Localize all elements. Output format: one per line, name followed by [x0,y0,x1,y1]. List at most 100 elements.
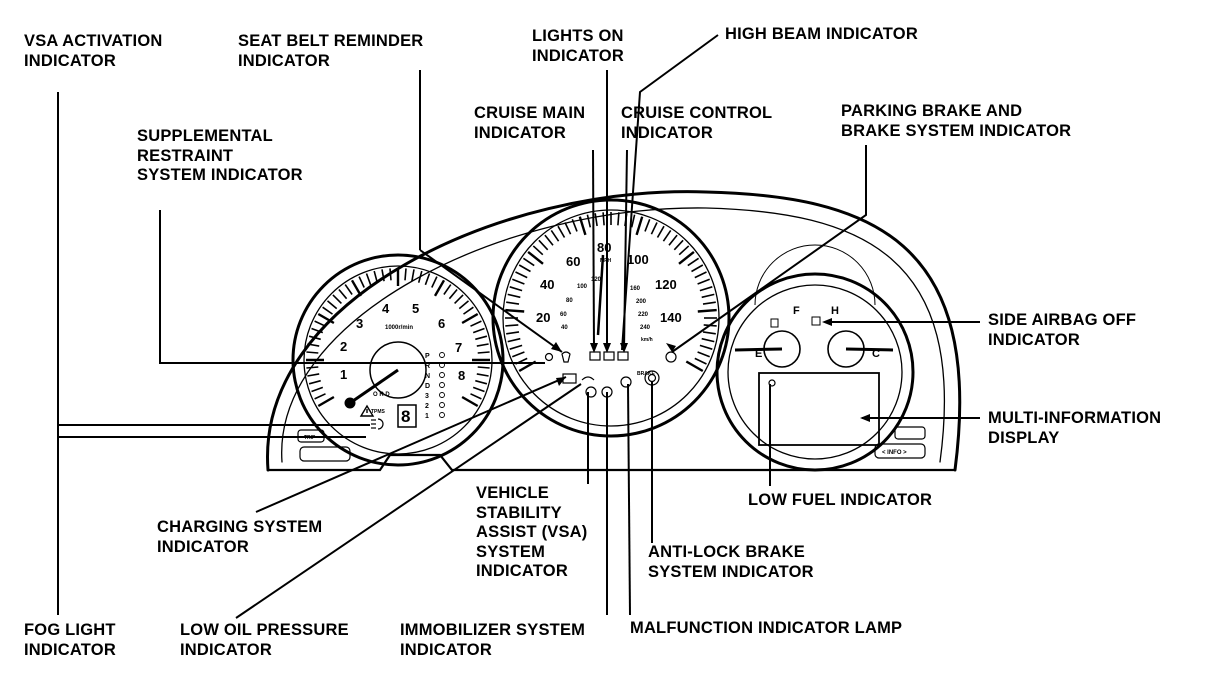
right-gauge-letters: F E H C [755,305,880,360]
label-cruise-control: CRUISE CONTROL INDICATOR [621,104,773,142]
srs-icon [561,351,571,363]
gauge-tick [697,351,710,358]
kmh-number: 100 [577,284,588,290]
gauge-tick [507,337,521,343]
leader-seat-belt-angle [419,249,563,353]
leader-parking-brake [671,145,867,353]
tach-number: 1 [340,367,347,382]
gauge-tick [311,327,324,334]
gauge-tick [571,219,578,232]
label-charging: CHARGING SYSTEM INDICATOR [157,518,323,556]
gauge-tick [322,306,333,315]
malfunction-icon [620,376,632,388]
label-high-beam: HIGH BEAM INDICATOR [725,25,918,43]
gauge-tick [506,301,520,305]
gauge-tick [476,343,489,347]
multi-info-screen [758,372,880,446]
gauge-tick [656,225,665,238]
info-button-label: < INFO > [882,450,907,456]
gauge-tick [477,366,490,369]
kmh-number: 80 [566,298,573,304]
gauge-tick [635,216,644,236]
gauge-tick [662,229,672,242]
label-low-fuel: LOW FUEL INDICATOR [748,491,933,509]
leader-cruise-control [623,149,628,351]
gauge-tick [477,351,490,354]
cruise-main-icon [589,351,601,361]
mph-number: 40 [540,277,554,292]
odometer-frame [397,404,417,428]
leader-fog-light [57,424,370,615]
gauge-tick [306,351,319,354]
gauge-tick [509,286,523,292]
gauge-tick [326,300,338,310]
gauge-tick [532,245,544,256]
gauge-tick [404,268,407,281]
gauge-tick [702,331,716,335]
fog-light-icon [371,418,384,430]
gauge-tick [586,214,592,228]
gauge-tick [505,324,519,327]
mph-number: 120 [655,277,677,292]
gear-letter: 2 [425,403,429,410]
gear-letter: D [425,383,430,390]
arrowheads [551,318,870,422]
gauge-tick [630,214,636,228]
gauge-tick [512,351,525,358]
high-beam-icon [617,351,629,361]
gauge-tick [417,270,423,283]
gauge-tick [509,344,523,350]
speedometer [491,198,731,438]
fuel-empty-letter: E [755,348,762,360]
gauge-tick [694,271,707,279]
gauge-tick [314,393,326,400]
speed-unit-mph: MPH [600,258,612,264]
label-low-oil: LOW OIL PRESSURE INDICATOR [180,621,349,659]
gauge-tick [461,395,479,408]
tach-number: 4 [382,301,390,316]
kmh-number: 240 [640,325,651,331]
tach-number: 6 [438,316,445,331]
leader-srs [159,210,545,364]
label-vsa-system: VEHICLE STABILITY ASSIST (VSA) SYSTEM IN… [476,484,588,580]
speed-unit-kmh: km/h [641,337,653,343]
gauge-tick [411,269,415,282]
gauge-tick [691,264,704,273]
label-mil: MALFUNCTION INDICATOR LAMP [630,619,903,637]
gauge-tick [578,216,587,236]
kmh-number: 200 [636,299,647,305]
label-srs: SUPPLEMENTAL RESTRAINT SYSTEM INDICATOR [137,127,303,184]
label-abs: ANTI-LOCK BRAKE SYSTEM INDICATOR [648,543,814,581]
kmh-number: 120 [591,277,602,283]
gear-circles [439,352,445,418]
seat-belt-icon [544,352,554,362]
gauge-tick [424,273,431,286]
gauge-tick [668,234,678,246]
leader-mil [627,383,631,616]
tach-unit: 1000r/min [385,325,413,331]
gauge-tick [527,250,544,265]
side-airbag-icon [811,316,821,326]
gauge-tick [338,288,348,300]
mph-number: 20 [536,310,550,325]
gauge-tick [685,360,704,373]
tachometer-ticks [306,268,490,408]
right-gauge [715,244,915,472]
gauge-tick [461,312,479,325]
gauge-tick [344,284,353,295]
gauge-tick [617,212,620,226]
temp-hot-letter: H [831,305,839,317]
gauge-tick [308,379,321,385]
gauge-tick [507,293,521,299]
label-side-airbag-off: SIDE AIRBAG OFF INDICATOR [988,311,1137,349]
gauge-tick [314,320,326,327]
gauge-tick [448,288,458,300]
speedometer-indicator-row [544,351,677,398]
speedometer-ticks [505,212,717,373]
gauge-tick [602,212,605,226]
tachometer-numbers: 1 2 3 4 5 6 7 8 1000r/min P R N D 3 2 1 … [340,301,465,426]
gauge-tick [350,279,363,297]
mph-number: 80 [597,240,611,255]
low-fuel-icon [768,379,776,387]
